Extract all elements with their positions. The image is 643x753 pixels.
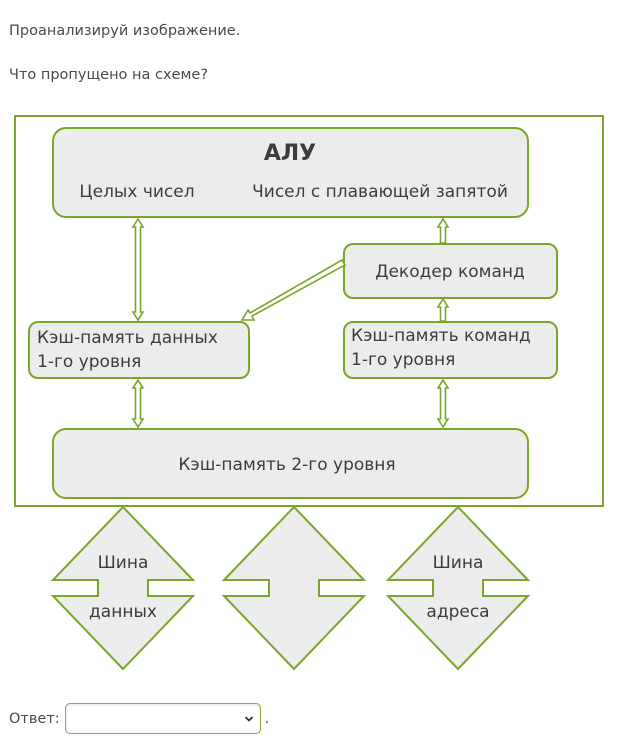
question-line-1: Проанализируй изображение. — [9, 23, 241, 39]
chevron-down-icon — [244, 715, 253, 722]
bus-diamond-2 — [385, 505, 531, 671]
alu-title: АЛУ — [264, 141, 316, 166]
answer-suffix: . — [264, 710, 270, 727]
arrow-decoder-alu — [436, 217, 450, 244]
bus-label-line2: данных — [89, 602, 157, 622]
arrow-alu-l1data — [131, 217, 145, 322]
answer-select[interactable] — [64, 703, 261, 734]
l2-cache-label: Кэш-память 2-го уровня — [178, 455, 395, 475]
l1-data-cache-line1: Кэш-память данных — [37, 328, 218, 348]
bus-label-line2: адреса — [426, 602, 489, 622]
l1-data-cache-line2: 1-го уровня — [37, 352, 141, 372]
l1-instr-cache-box — [343, 321, 558, 379]
arrow-l1instr-decoder — [436, 297, 450, 322]
bus-diamond-0 — [50, 505, 196, 671]
arrow-l1instr-l2 — [436, 378, 450, 429]
decoder-box — [343, 243, 558, 299]
bus-label-line1: Шина — [98, 553, 149, 573]
processor-diagram: АЛУ Целых чисел Чисел с плавающей запято… — [14, 115, 604, 671]
alu-integer-label: Целых чисел — [79, 182, 194, 202]
alu-float-label: Чисел с плавающей запятой — [252, 182, 508, 202]
bus-label-line1: Шина — [433, 553, 484, 573]
l1-instr-cache-line1: Кэш-память команд — [351, 326, 531, 346]
arrow-l1data-l2 — [131, 378, 145, 429]
answer-row: Ответ: . — [9, 703, 269, 734]
answer-label: Ответ: — [9, 710, 60, 727]
bus-diamond-1 — [221, 505, 367, 671]
l1-data-cache-box — [28, 321, 250, 379]
arrow-decoder-l1data — [240, 258, 347, 321]
question-prompt: Что пропущено на схеме? — [9, 67, 209, 83]
l1-instr-cache-line2: 1-го уровня — [351, 350, 455, 370]
decoder-label: Декодер команд — [375, 262, 525, 282]
alu-box — [52, 127, 529, 218]
l2-cache-box — [52, 428, 529, 499]
